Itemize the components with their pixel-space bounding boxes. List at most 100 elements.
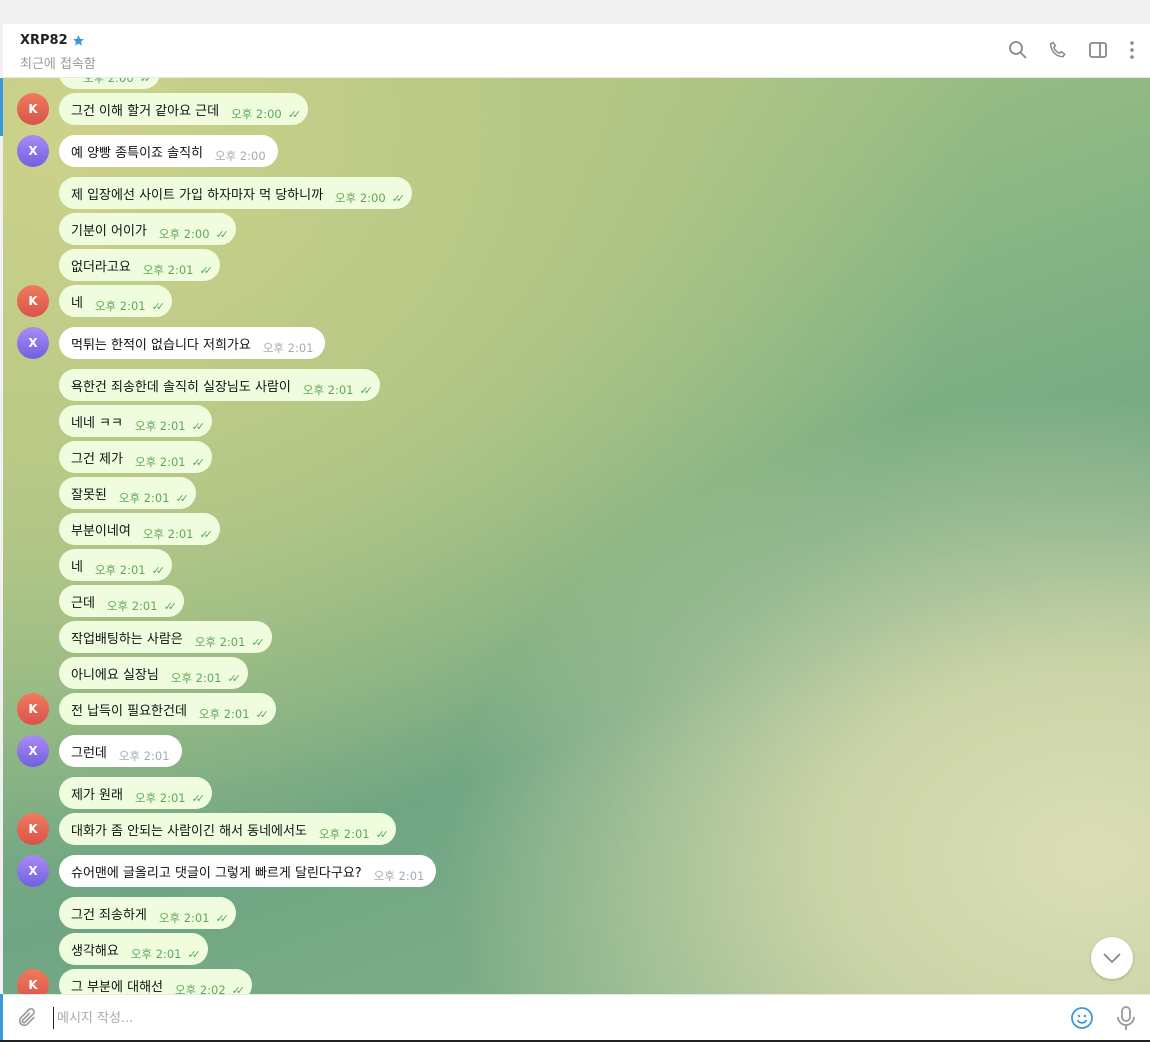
double-check-icon: ✓✓	[191, 791, 206, 805]
double-check-icon: ✓✓	[391, 191, 406, 205]
chat-title[interactable]: XRP82	[20, 33, 85, 48]
double-check-icon: ✓✓	[287, 107, 302, 121]
message-time: 오후 2:00	[231, 107, 282, 121]
message-text: 그런데	[71, 745, 107, 761]
message-row: X 그런데 오후 2:01	[3, 735, 1150, 767]
message-text: 없더라고요	[71, 259, 131, 275]
double-check-icon: ✓✓	[175, 491, 190, 505]
message-time: 오후 2:00	[158, 227, 210, 241]
sidebar-toggle-icon[interactable]	[1088, 40, 1108, 60]
avatar[interactable]: K	[17, 93, 49, 125]
message-bubble[interactable]: 제가 원래 오후 2:01 ✓✓	[59, 777, 213, 809]
message-row: 근데 오후 2:01 ✓✓	[3, 585, 1150, 617]
message-row: K 그건 이해 할거 같아요 근데 오후 2:00 ✓✓	[3, 93, 1150, 125]
message-bubble[interactable]: 작업배팅하는 사람은 오후 2:01 ✓✓	[59, 621, 272, 653]
message-row: 욕한건 죄송한데 솔직히 실장님도 사람이 오후 2:01 ✓✓	[3, 369, 1150, 401]
message-bubble[interactable]: 없더라고요 오후 2:01 ✓✓	[59, 249, 220, 281]
message-text: 대화가 좀 안되는 사람이긴 해서 동네에서도	[71, 823, 307, 839]
message-text: 작업배팅하는 사람은	[71, 631, 183, 647]
message-text: 생각해요	[71, 943, 119, 959]
message-input[interactable]	[53, 1007, 1053, 1029]
message-text: 네	[71, 559, 83, 575]
double-check-icon: ✓✓	[375, 827, 390, 841]
message-bubble[interactable]: 그 부분에 대해선 오후 2:02 ✓✓	[59, 969, 253, 995]
message-time: 오후 2:01	[134, 419, 186, 433]
message-row: 잘못된 오후 2:01 ✓✓	[3, 477, 1150, 509]
message-row: 제가 원래 오후 2:01 ✓✓	[3, 777, 1150, 809]
double-check-icon: ✓✓	[191, 455, 206, 469]
double-check-icon: ✓✓	[251, 635, 265, 649]
message-time: 오후 2:01	[118, 749, 170, 763]
avatar[interactable]: X	[17, 855, 49, 887]
chat-header: XRP82 최근에 접속함	[3, 24, 1150, 78]
message-bubble[interactable]: 잘못된 오후 2:01 ✓✓	[59, 477, 196, 509]
message-bubble[interactable]: 생각해요 오후 2:01 ✓✓	[59, 933, 208, 965]
message-bubble[interactable]: 기분이 어이가 오후 2:00 ✓✓	[59, 213, 236, 245]
message-bubble[interactable]: 네 오후 2:01 ✓✓	[59, 285, 173, 317]
message-time: 오후 2:01	[302, 383, 354, 397]
message-text: 그건 이해 할거 같아요 근데	[71, 103, 220, 119]
message-bubble[interactable]: 그건 죄송하게 오후 2:01 ✓✓	[59, 897, 236, 929]
message-time: 오후 2:01	[94, 299, 146, 313]
message-bubble[interactable]: 대화가 좀 안되는 사람이긴 해서 동네에서도 오후 2:01 ✓✓	[59, 813, 397, 845]
double-check-icon: ✓✓	[199, 527, 213, 541]
more-options-icon[interactable]	[1128, 40, 1136, 60]
composer-indicator	[0, 994, 3, 1040]
double-check-icon: ✓✓	[151, 299, 166, 313]
message-time: 오후 2:00	[215, 149, 266, 163]
message-row: 네네 ㅋㅋ 오후 2:01 ✓✓	[3, 405, 1150, 437]
phone-icon[interactable]	[1048, 40, 1068, 60]
search-icon[interactable]	[1008, 40, 1028, 60]
message-bubble[interactable]: 부분이네여 오후 2:01 ✓✓	[59, 513, 220, 545]
message-bubble[interactable]: 전 납득이 필요한건데 오후 2:01 ✓✓	[59, 693, 276, 725]
emoji-icon[interactable]	[1070, 1006, 1094, 1034]
message-bubble[interactable]: 욕한건 죄송한데 솔직히 실장님도 사람이 오후 2:01 ✓✓	[59, 369, 380, 401]
message-bubble[interactable]: 제 입장에선 사이트 가입 하자마자 먹 당하니까 오후 2:00 ✓✓	[59, 177, 413, 209]
microphone-icon[interactable]	[1115, 1005, 1137, 1035]
message-bubble[interactable]: 오후 2:00 ✓✓	[59, 78, 161, 89]
double-check-icon: ✓✓	[359, 383, 374, 397]
message-row: K 그 부분에 대해선 오후 2:02 ✓✓	[3, 969, 1150, 994]
avatar[interactable]: K	[17, 813, 49, 845]
last-seen-status: 최근에 접속함	[20, 57, 96, 72]
message-row: 생각해요 오후 2:01 ✓✓	[3, 933, 1150, 965]
message-bubble[interactable]: 아니에요 실장님 오후 2:01 ✓✓	[59, 657, 248, 689]
double-check-icon: ✓✓	[139, 78, 154, 85]
message-bubble[interactable]: 그건 제가 오후 2:01 ✓✓	[59, 441, 213, 473]
message-bubble[interactable]: 먹튀는 한적이 없습니다 저희가요 오후 2:01	[59, 327, 326, 359]
avatar[interactable]: X	[17, 135, 49, 167]
message-bubble[interactable]: 그런데 오후 2:01	[59, 735, 182, 767]
message-row: X 슈어맨에 글올리고 댓글이 그렇게 빠르게 달린다구요? 오후 2:01	[3, 855, 1150, 887]
message-text: 그 부분에 대해선	[71, 979, 163, 995]
message-bubble[interactable]: 슈어맨에 글올리고 댓글이 그렇게 빠르게 달린다구요? 오후 2:01	[59, 855, 437, 887]
message-bubble[interactable]: 네 오후 2:01 ✓✓	[59, 549, 173, 581]
scroll-to-bottom-button[interactable]	[1091, 937, 1133, 979]
avatar[interactable]: K	[17, 693, 49, 725]
message-text: 예 양빵 종특이죠 솔직히	[71, 145, 203, 161]
message-text: 네네 ㅋㅋ	[71, 415, 123, 431]
message-time: 오후 2:01	[373, 869, 425, 883]
message-row: K 네 오후 2:01 ✓✓	[3, 285, 1150, 317]
message-area[interactable]: 오후 2:00 ✓✓ K 그건 이해 할거 같아요 근데 오후 2:00 ✓✓ …	[3, 78, 1150, 994]
message-text: 그건 제가	[71, 451, 123, 467]
paperclip-icon[interactable]	[16, 1007, 38, 1033]
message-bubble[interactable]: 그건 이해 할거 같아요 근데 오후 2:00 ✓✓	[59, 93, 309, 125]
message-time: 오후 2:00	[335, 191, 386, 205]
message-bubble[interactable]: 네네 ㅋㅋ 오후 2:01 ✓✓	[59, 405, 213, 437]
message-time: 오후 2:01	[118, 491, 170, 505]
avatar[interactable]: K	[17, 969, 49, 994]
message-row: K 전 납득이 필요한건데 오후 2:01 ✓✓	[3, 693, 1150, 725]
message-text: 기분이 어이가	[71, 223, 147, 239]
active-indicator	[0, 78, 3, 136]
message-time: 오후 2:01	[142, 263, 194, 277]
message-list: 오후 2:00 ✓✓ K 그건 이해 할거 같아요 근데 오후 2:00 ✓✓ …	[3, 78, 1150, 994]
message-bubble[interactable]: 근데 오후 2:01 ✓✓	[59, 585, 184, 617]
message-time: 오후 2:01	[130, 947, 182, 961]
avatar[interactable]: K	[17, 285, 49, 317]
message-bubble[interactable]: 예 양빵 종특이죠 솔직히 오후 2:00	[59, 135, 278, 167]
avatar[interactable]: X	[17, 327, 49, 359]
message-time: 오후 2:01	[106, 599, 158, 613]
double-check-icon: ✓✓	[199, 263, 213, 277]
avatar[interactable]: X	[17, 735, 49, 767]
message-time: 오후 2:01	[198, 707, 250, 721]
